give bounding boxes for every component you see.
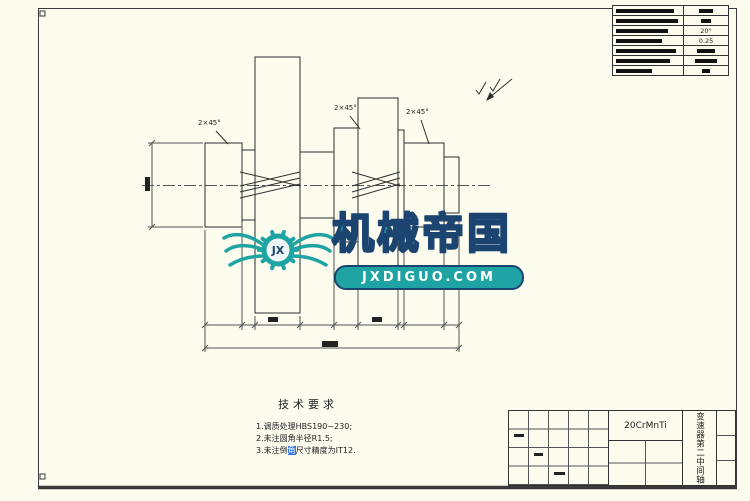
dimension-main-lines: [151, 143, 459, 349]
tech-line3-pre: 3.未注倒: [256, 446, 288, 455]
technical-requirements: 技术要求 1.调质处理HBS190~230; 2.未注圆角半径R1.5; 3.未…: [256, 396, 356, 457]
corner-mark-top: [39, 10, 46, 17]
gear-icon: JX: [257, 229, 299, 271]
spline-lines: [239, 171, 401, 199]
param-label-cell: [613, 56, 684, 65]
dimension-value-redacted: [145, 177, 382, 347]
redacted-text-bar: [616, 28, 668, 33]
table-row: 20°: [613, 26, 728, 36]
param-value-cell: [684, 6, 728, 15]
watermark: JX 机械帝国 JXDIGUO.COM: [222, 208, 527, 292]
redacted-text-bar: [702, 68, 710, 73]
title-block: 20CrMnTi 变速器第二中间轴: [508, 410, 736, 486]
leader-arrow-line: [488, 78, 513, 99]
title-block-scale-cells: [609, 441, 683, 485]
signature-mark: [514, 434, 524, 437]
chamfer-label: 2×45°: [334, 104, 357, 112]
param-label-cell: [613, 16, 684, 25]
title-block-revision-grid: [509, 411, 609, 485]
chamfer-label: 2×45°: [406, 108, 429, 116]
material-spec: 20CrMnTi: [609, 411, 683, 441]
arrowhead-icon: [486, 92, 494, 101]
table-row: [613, 6, 728, 16]
param-value-cell: [684, 66, 728, 75]
redacted-text-bar: [616, 38, 662, 43]
title-block-sheet-cells: [717, 411, 735, 485]
gear-monogram: JX: [271, 244, 285, 257]
param-label-cell: [613, 6, 684, 15]
param-label-cell: [613, 46, 684, 55]
tech-requirement-item: 1.调质处理HBS190~230;: [256, 422, 353, 431]
corner-mark-bottom: [39, 473, 46, 480]
gear-parameter-table: 20° 0.25: [612, 5, 729, 76]
chamfer-label: 2×45°: [198, 119, 221, 127]
redacted-text-bar: [697, 48, 715, 53]
param-label-cell: [613, 26, 684, 35]
sheet-frame: [38, 8, 737, 490]
redacted-text-bar: [616, 48, 676, 53]
param-value-cell: [684, 56, 728, 65]
watermark-domain-bar: JXDIGUO.COM: [334, 265, 524, 290]
tech-line3-highlighted-char: 角: [287, 446, 296, 455]
param-value-cell: [684, 46, 728, 55]
param-label-cell: [613, 66, 684, 75]
winged-gear-logo: JX: [222, 229, 334, 271]
table-row: [613, 56, 728, 66]
part-name-cell: 变速器第二中间轴: [683, 411, 717, 485]
table-row: [613, 16, 728, 26]
table-row: [613, 66, 728, 75]
watermark-domain-text: JXDIGUO.COM: [362, 270, 496, 285]
tech-line3-post: 尺寸精度为IT12.: [295, 446, 356, 455]
param-value-cell: 0.25: [698, 36, 714, 45]
watermark-brand-text: 机械帝国: [331, 208, 513, 259]
table-row: [613, 46, 728, 56]
table-row: 0.25: [613, 36, 728, 46]
redacted-text-bar: [616, 8, 674, 13]
param-value-cell: [684, 16, 728, 25]
tech-requirements-heading: 技术要求: [278, 398, 338, 411]
dimension-tick-marks: [148, 139, 463, 352]
param-value-cell: 20°: [700, 26, 712, 35]
redacted-text-bar: [616, 68, 652, 73]
signature-mark: [534, 453, 543, 456]
surface-finish-icon: [475, 81, 487, 95]
redacted-text-bar: [616, 18, 678, 23]
chamfer-leader-lines: [215, 115, 430, 145]
surface-finish-icon: [489, 78, 501, 92]
signature-mark: [554, 472, 565, 475]
surface-roughness-marks: [475, 78, 513, 101]
redacted-text-bar: [701, 18, 711, 23]
redacted-text-bar: [699, 8, 713, 13]
redacted-text-bar: [616, 58, 670, 63]
param-label-cell: [613, 36, 684, 45]
tech-requirement-item: 2.未注圆角半径R1.5;: [256, 434, 333, 443]
redacted-text-bar: [695, 58, 717, 63]
part-name: 变速器第二中间轴: [694, 412, 705, 484]
tech-requirement-item: 3.未注倒角尺寸精度为IT12.: [256, 445, 356, 457]
